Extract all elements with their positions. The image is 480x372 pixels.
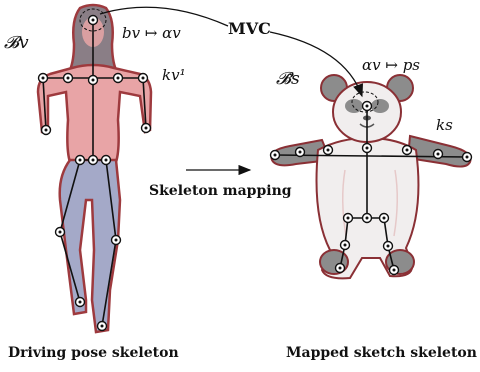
skeleton-mapping-label: Skeleton mapping bbox=[149, 183, 292, 199]
joint-neck bbox=[89, 76, 98, 85]
joint-left-shoulder bbox=[39, 74, 48, 83]
human-map-label: bv ↦ αv bbox=[122, 24, 181, 42]
human-figure bbox=[38, 5, 151, 332]
panda-joint-left-knee bbox=[341, 241, 350, 250]
joint-right-foot bbox=[98, 322, 107, 331]
caption-right: Mapped sketch skeleton bbox=[286, 345, 477, 361]
panda-joint-left-foot bbox=[336, 264, 345, 273]
panda-joint-right-hand bbox=[463, 153, 472, 162]
caption-left: Driving pose skeleton bbox=[8, 345, 179, 361]
joint-right-elbow bbox=[114, 74, 123, 83]
sketch-map-label: αv ↦ ps bbox=[362, 56, 420, 74]
panda-joint-head bbox=[363, 102, 372, 111]
sketch-k-label: ks bbox=[436, 116, 453, 134]
panda-joint-right-foot bbox=[390, 266, 399, 275]
joint-left-hand bbox=[42, 126, 51, 135]
mvc-label: MVC bbox=[228, 19, 271, 38]
panda-joint-neck bbox=[363, 144, 372, 153]
joint-hip-left bbox=[76, 156, 85, 165]
joint-hip-center bbox=[89, 156, 98, 165]
joint-head bbox=[89, 16, 98, 25]
panda-joint-right-elbow bbox=[434, 150, 443, 159]
joint-left-elbow bbox=[64, 74, 73, 83]
panda-joint-left-hand bbox=[271, 151, 280, 160]
panda-joint-hip-left bbox=[344, 214, 353, 223]
panda-joint-right-shoulder bbox=[403, 146, 412, 155]
joint-left-foot bbox=[76, 298, 85, 307]
panda-joint-left-shoulder bbox=[324, 146, 333, 155]
joint-left-knee bbox=[56, 228, 65, 237]
joint-right-hand bbox=[142, 124, 151, 133]
human-shape-label: 𝓑v bbox=[4, 33, 29, 53]
panda-joint-hip-right bbox=[380, 214, 389, 223]
panda-joint-right-knee bbox=[384, 242, 393, 251]
human-k-label: kv¹ bbox=[162, 66, 186, 84]
joint-right-shoulder bbox=[139, 74, 148, 83]
joint-hip-right bbox=[102, 156, 111, 165]
joint-right-knee bbox=[112, 236, 121, 245]
sketch-shape-label: 𝓑̃s bbox=[276, 69, 300, 89]
panda-joint-left-elbow bbox=[296, 148, 305, 157]
panda-joint-hip-center bbox=[363, 214, 372, 223]
